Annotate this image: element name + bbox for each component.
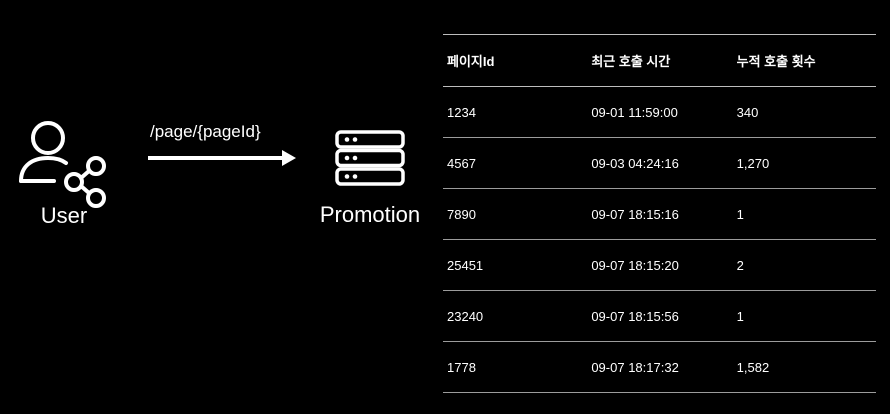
call-count-cell: 1,270 <box>736 155 770 171</box>
last-call-time-cell: 09-07 18:15:56 <box>591 308 679 324</box>
call-count-cell: 1 <box>736 308 744 324</box>
column-header-call-count: 누적 호출 횟수 <box>736 54 816 69</box>
call-count-cell: 2 <box>736 257 744 273</box>
call-count-cell: 1 <box>736 206 744 222</box>
user-label: User <box>40 203 88 228</box>
table-header-row: 페이지Id 최근 호출 시간 누적 호출 횟수 <box>443 35 876 87</box>
last-call-time-cell: 09-07 18:17:32 <box>591 359 679 375</box>
arrow-right-icon <box>148 150 296 166</box>
table-row: 1234 09-01 11:59:00 340 <box>443 87 876 138</box>
page-id-cell: 4567 <box>447 155 476 171</box>
page-id-cell: 1234 <box>447 104 476 120</box>
column-header-last-call-time: 최근 호출 시간 <box>591 54 671 69</box>
column-header-page-id: 페이지Id <box>447 54 495 69</box>
call-count-cell: 340 <box>736 104 759 120</box>
page-id-cell: 25451 <box>447 257 484 273</box>
call-count-cell: 1,582 <box>736 359 770 375</box>
last-call-time-cell: 09-01 11:59:00 <box>591 104 678 120</box>
last-call-time-cell: 09-03 04:24:16 <box>591 155 679 171</box>
server-label: Promotion <box>319 202 421 227</box>
last-call-time-cell: 09-07 18:15:16 <box>591 206 679 222</box>
table-row: 1778 09-07 18:17:32 1,582 <box>443 342 876 393</box>
page-id-cell: 7890 <box>447 206 476 222</box>
table-row: 4567 09-03 04:24:16 1,270 <box>443 138 876 189</box>
request-path-label: /page/{pageId} <box>150 122 261 141</box>
page-id-cell: 23240 <box>447 308 484 324</box>
user-share-icon <box>19 121 106 208</box>
table-row: 23240 09-07 18:15:56 1 <box>443 291 876 342</box>
last-call-time-cell: 09-07 18:15:20 <box>591 257 679 273</box>
table-row: 7890 09-07 18:15:16 1 <box>443 189 876 240</box>
server-icon <box>335 130 405 186</box>
table-row: 25451 09-07 18:15:20 2 <box>443 240 876 291</box>
page-call-table: 페이지Id 최근 호출 시간 누적 호출 횟수 1234 09-01 11:59… <box>443 34 876 393</box>
page-id-cell: 1778 <box>447 359 476 375</box>
